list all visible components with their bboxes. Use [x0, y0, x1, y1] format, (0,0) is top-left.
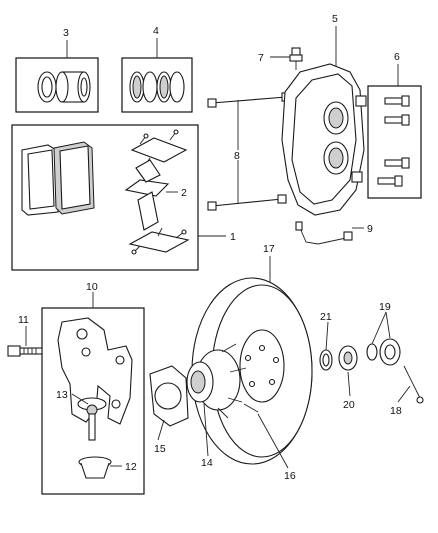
hub-nut-part [338, 345, 358, 371]
callout-3: 3 [63, 27, 69, 39]
callout-19: 19 [379, 301, 391, 313]
callout-11: 11 [18, 314, 29, 326]
spacer-plate-part [149, 365, 189, 427]
callout-15: 15 [154, 443, 166, 455]
callout-1: 1 [230, 231, 236, 243]
dust-boot-part [78, 456, 112, 479]
callout-18: 18 [390, 405, 402, 417]
washer-part [319, 349, 333, 371]
caliper-seal-part [129, 71, 185, 103]
ball-joint-part [77, 397, 107, 441]
brake-hose-part [295, 221, 353, 245]
callout-16: 16 [284, 470, 296, 482]
wheel-stud-part [243, 403, 259, 413]
callout-10: 10 [86, 281, 98, 293]
steering-knuckle-part [57, 317, 133, 425]
callout-14: 14 [201, 457, 213, 469]
piston-part [37, 71, 91, 103]
caliper-bolt-part [377, 95, 410, 187]
guide-pin-part [207, 92, 291, 211]
knuckle-bolt-part [7, 345, 43, 357]
callout-7: 7 [258, 52, 264, 64]
callout-6: 6 [394, 51, 400, 63]
callout-2: 2 [181, 187, 187, 199]
callout-17: 17 [263, 243, 275, 255]
bleeder-screw-part [289, 47, 303, 70]
hub-bearing-part [186, 343, 247, 419]
anti-rattle-clip-part [124, 129, 190, 255]
callout-21: 21 [320, 311, 332, 323]
piston-kit-box [15, 57, 99, 113]
callout-9: 9 [367, 223, 373, 235]
pad-kit-box [11, 124, 199, 271]
cotter-pin-part [403, 365, 424, 404]
bolt-kit-box [367, 85, 422, 199]
nut-retainer-part [366, 338, 401, 366]
callout-20: 20 [343, 399, 355, 411]
callout-13: 13 [56, 389, 68, 401]
caliper-part [281, 63, 367, 216]
leader-lines [25, 26, 411, 469]
callout-8: 8 [234, 150, 240, 162]
callout-5: 5 [332, 13, 338, 25]
callout-12: 12 [125, 461, 137, 473]
callout-4: 4 [153, 25, 159, 37]
brake-pad-part [21, 141, 95, 216]
